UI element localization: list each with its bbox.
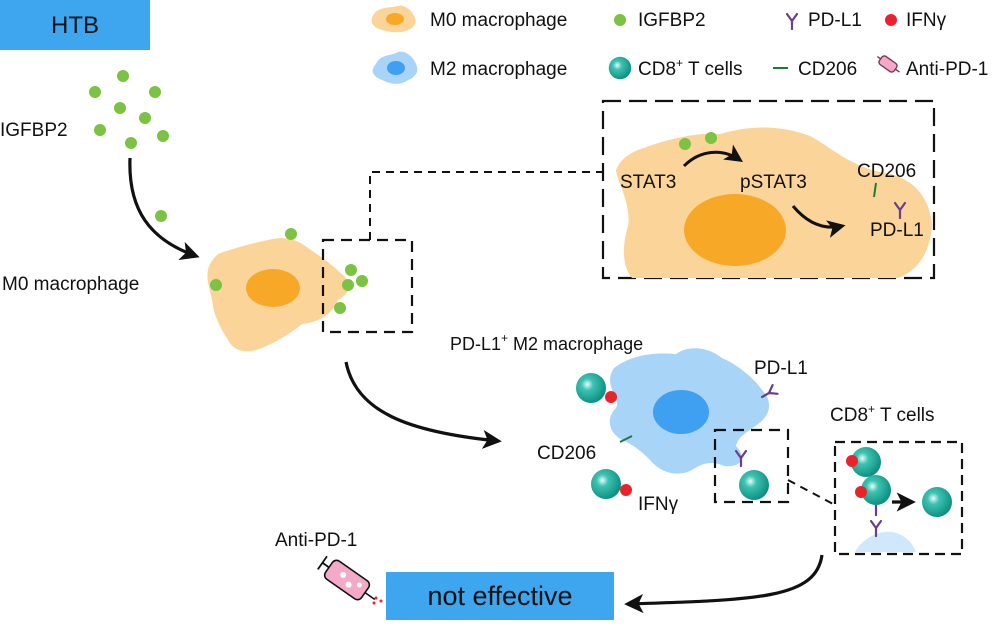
m2-title: PD-L1+ M2 macrophage — [450, 331, 643, 354]
zoom-connector-bottom — [787, 479, 836, 506]
legend-pd-l1-label: PD-L1 — [808, 10, 862, 31]
legend-syringe-icon — [876, 55, 900, 73]
m0-macrophage-cell — [207, 228, 368, 352]
m2-cd206-label: CD206 — [537, 443, 596, 464]
arrow-m0-to-m2 — [344, 361, 502, 450]
m2-macrophage-cell — [609, 348, 779, 474]
legend-pd-l1: PD-L1 — [785, 10, 862, 31]
zoom-connector-top — [369, 171, 603, 240]
t-cells-around-m2 — [576, 373, 769, 500]
igfbp2-label: IGFBP2 — [0, 120, 68, 141]
m0-nucleus — [246, 269, 300, 307]
legend-igfbp2: IGFBP2 — [614, 10, 706, 31]
m2-nucleus — [653, 390, 709, 434]
legend-cd8-t-cells-label: CD8+ T cells — [638, 56, 743, 80]
arrow-pstat3-to-pdl1 — [791, 205, 846, 238]
legend-ifng: IFNγ — [885, 10, 947, 31]
igfbp2-cluster — [89, 70, 169, 149]
not-effective-label: not effective — [427, 581, 572, 611]
arrow-igfbp2-to-m0 — [128, 157, 200, 261]
htb-label: HTB — [51, 12, 99, 39]
legend-ifng-label: IFNγ — [906, 10, 947, 31]
legend-cd206-label: CD206 — [798, 59, 857, 80]
m0-macrophage-label: M0 macrophage — [2, 274, 139, 295]
m2-zoom-box — [713, 428, 790, 504]
pstat3-label: pSTAT3 — [740, 172, 807, 193]
legend-m2-macrophage-label: M2 macrophage — [430, 59, 567, 80]
anti-pd-1-drops — [372, 596, 383, 605]
cd8-t-cells-inset — [833, 440, 964, 556]
legend-m0-macrophage: M0 macrophage — [371, 5, 567, 33]
inset-pd-l1-label: PD-L1 — [870, 220, 924, 241]
inset-cd206-label: CD206 — [857, 161, 916, 182]
legend-anti-pd-1: Anti-PD-1 — [876, 55, 988, 80]
legend-igfbp2-label: IGFBP2 — [638, 10, 706, 31]
legend: M0 macrophage M2 macrophage IGFBP2 CD8+ … — [371, 5, 988, 84]
igfbp2-particle — [155, 210, 167, 222]
htb-badge: HTB — [0, 0, 150, 50]
arrow-stat3-to-pstat3 — [682, 144, 743, 168]
anti-pd-1-syringe-icon — [317, 555, 376, 601]
m0-zoom-box — [321, 238, 414, 334]
legend-m0-macrophage-label: M0 macrophage — [430, 10, 567, 31]
m2-pd-l1-label: PD-L1 — [754, 358, 808, 379]
inset-stat3-panel: STAT3 pSTAT3 CD206 PD-L1 — [601, 99, 936, 280]
anti-pd-1-label: Anti-PD-1 — [275, 530, 357, 551]
stat3-label: STAT3 — [620, 172, 676, 193]
arrow-to-not-effective — [624, 554, 824, 614]
inset-nucleus — [684, 194, 786, 266]
legend-anti-pd-1-label: Anti-PD-1 — [906, 59, 988, 80]
cd8-t-cells-title: CD8+ T cells — [830, 402, 935, 426]
not-effective-badge: not effective — [386, 572, 614, 620]
legend-cd8-t-cells: CD8+ T cells — [608, 56, 743, 80]
legend-cd206: CD206 — [773, 59, 857, 80]
legend-m2-macrophage: M2 macrophage — [372, 51, 567, 84]
m2-ifng-label: IFNγ — [638, 494, 679, 515]
